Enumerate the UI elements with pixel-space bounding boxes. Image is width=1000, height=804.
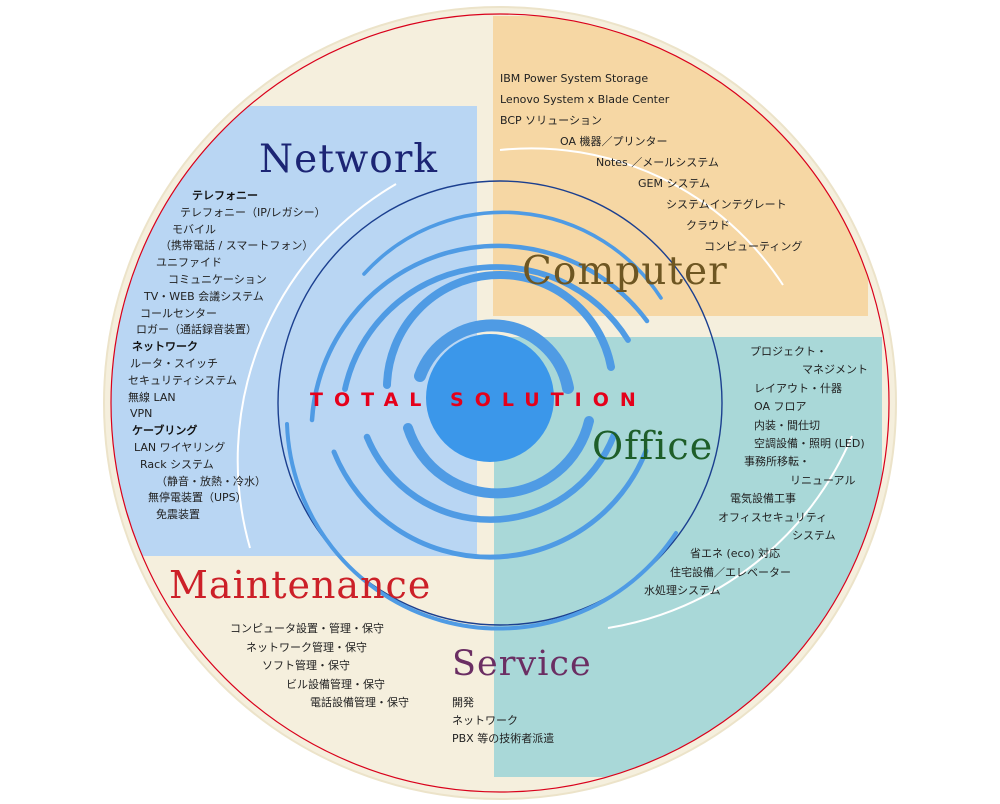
network-item: 免震装置 <box>156 508 200 522</box>
computer-item: IBM Power System Storage <box>500 72 649 85</box>
computer-item: Lenovo System x Blade Center <box>500 93 670 106</box>
spiral-mid-arc-1 <box>309 243 650 423</box>
computer-item: クラウド <box>686 219 730 232</box>
office-item: リニューアル <box>790 473 856 487</box>
center-circle <box>426 334 554 462</box>
network-item: LAN ワイヤリング <box>134 440 226 454</box>
network-items: テレフォニーテレフォニー（IP/レガシー） モバイル （携帯電話 / スマートフォン… <box>128 188 326 524</box>
service-title: Service <box>452 644 592 684</box>
office-item: OA フロア <box>754 400 807 414</box>
network-item: 無停電装置（UPS） <box>148 491 247 505</box>
office-item: システム <box>792 529 836 543</box>
office-item: マネジメント <box>802 363 868 377</box>
network-item: TV・WEB 会議システム <box>144 289 264 303</box>
spiral-inner-arc-3 <box>403 416 594 499</box>
red-outline-ring <box>110 13 890 793</box>
network-item: 無線 LAN <box>128 390 176 404</box>
network-title: Network <box>259 137 439 182</box>
office-item: 空調設備・照明 (LED) <box>754 437 865 451</box>
computer-item: コンピューティング <box>704 240 803 253</box>
spiral-group <box>285 210 678 631</box>
network-item: Rack システム <box>140 457 214 471</box>
maintenance-item: ソフト管理・保守 <box>262 659 350 672</box>
service-item: 開発 <box>452 696 474 709</box>
computer-white-arc <box>499 147 784 286</box>
office-item: 内装・間仕切 <box>754 418 820 432</box>
office-item: 住宅設備／エレベーター <box>670 565 791 579</box>
maintenance-item: ビル設備管理・保守 <box>286 677 385 691</box>
network-item: ルータ・スイッチ <box>130 356 218 370</box>
office-item: 事務所移転・ <box>744 455 810 469</box>
office-title: Office <box>592 424 714 468</box>
network-item: コールセンター <box>140 306 217 320</box>
spiral-inner-arc-2 <box>383 270 615 389</box>
service-item: ネットワーク <box>452 714 518 727</box>
office-items: プロジェクト・マネジメントレイアウト・什器 OA フロア内装・間仕切空調設備・照明… <box>644 343 868 601</box>
network-item: ユニファイド <box>156 256 222 270</box>
maintenance-title: Maintenance <box>169 563 432 607</box>
total-solution-title: TOTAL SOLUTION <box>310 389 647 411</box>
spiral-inner-arc-1 <box>363 431 618 523</box>
network-item: ケーブリング <box>132 424 198 438</box>
computer-item: OA 機器／プリンター <box>560 135 668 148</box>
computer-item: システムインテグレート <box>666 198 787 211</box>
spiral-mid-arc-2 <box>331 448 649 560</box>
office-item: レイアウト・什器 <box>754 381 842 395</box>
network-item: コミュニケーション <box>168 272 267 286</box>
network-item: ネットワーク <box>132 340 198 354</box>
network-item: ロガー（通話録音装置） <box>136 323 257 337</box>
network-item: VPN <box>130 407 153 421</box>
network-item: セキュリティシステム <box>128 373 238 387</box>
computer-item: BCP ソリューション <box>500 114 602 127</box>
computer-title: Computer <box>522 249 728 294</box>
office-white-arc <box>607 435 853 629</box>
blue-outline-ring <box>277 180 723 626</box>
network-item: テレフォニー <box>192 189 258 202</box>
office-item: プロジェクト・ <box>750 345 827 358</box>
service-items: 開発ネットワーク PBX 等の技術者派遣 <box>452 694 554 748</box>
office-item: 水処理システム <box>644 584 721 598</box>
spiral-core-arc <box>414 319 574 394</box>
maintenance-items: コンピュータ設置・管理・保守ネットワーク管理・保守ソフト管理・保守ビル設備管理・… <box>230 620 409 713</box>
office-item: オフィスセキュリティ <box>718 510 828 524</box>
network-item: テレフォニー（IP/レガシー） <box>180 205 326 219</box>
spiral-mid-arc-3 <box>342 264 631 392</box>
network-item: （静音・放熱・冷水） <box>156 474 266 488</box>
computer-item: GEM システム <box>638 177 711 190</box>
network-white-arc <box>236 183 397 549</box>
service-item: PBX 等の技術者派遣 <box>452 732 555 745</box>
computer-item: Notes ／メールシステム <box>596 156 719 169</box>
maintenance-item: ネットワーク管理・保守 <box>246 640 367 654</box>
office-item: 省エネ (eco) 対応 <box>690 547 781 561</box>
maintenance-item: 電話設備管理・保守 <box>310 696 409 709</box>
network-item: （携帯電話 / スマートフォン） <box>160 239 314 253</box>
maintenance-item: コンピュータ設置・管理・保守 <box>230 622 384 635</box>
network-item: モバイル <box>172 222 216 236</box>
spiral-upper-arc <box>362 210 663 300</box>
office-item: 電気設備工事 <box>730 492 796 506</box>
spiral-outer-arc <box>285 422 678 631</box>
